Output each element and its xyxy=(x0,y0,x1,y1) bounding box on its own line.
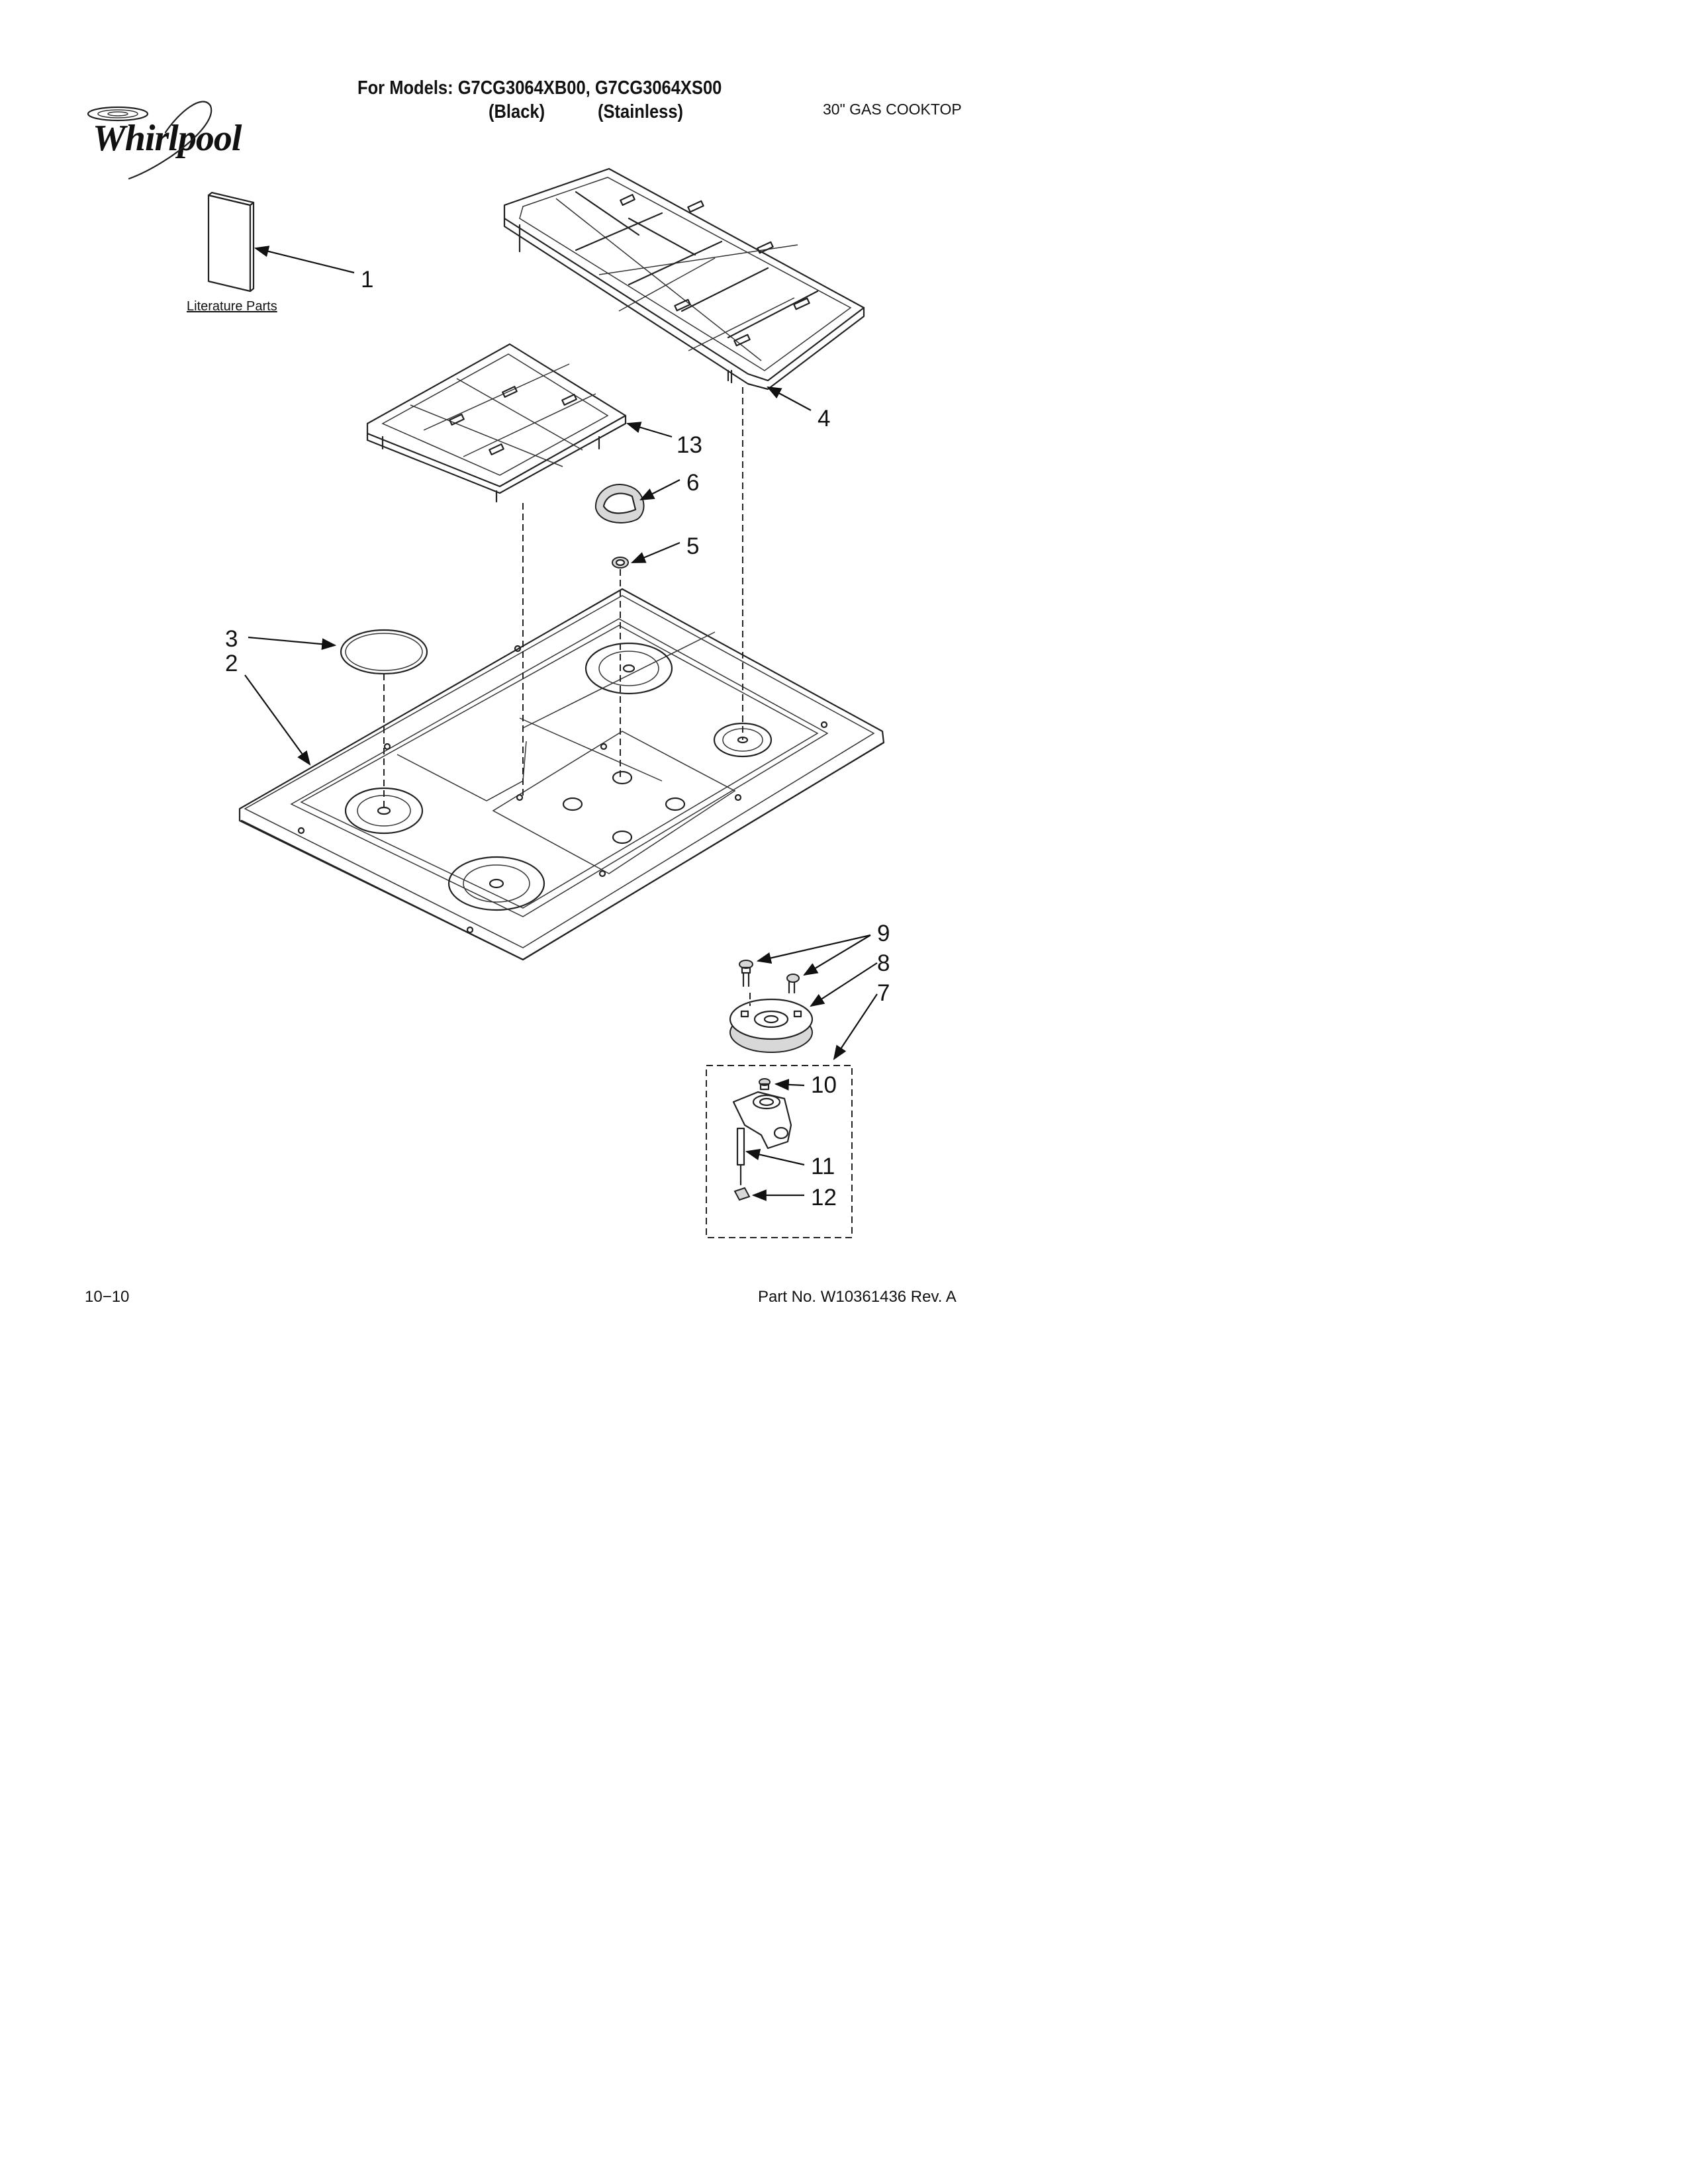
literature-parts-label: Literature Parts xyxy=(187,299,277,314)
callout-2: 2 xyxy=(225,651,238,676)
callout-7: 7 xyxy=(877,980,890,1006)
leader-3 xyxy=(248,636,337,650)
leader-8 xyxy=(810,962,878,1007)
stainless-model-label: (Stainless) xyxy=(598,101,684,122)
leader-11 xyxy=(745,1148,805,1166)
screw-part-9 xyxy=(739,960,800,994)
callout-3: 3 xyxy=(225,626,238,652)
large-grate-part-4 xyxy=(503,167,865,390)
leader-1 xyxy=(254,246,355,274)
burner-assembly-box-part-7 xyxy=(706,1065,853,1238)
leader-9b xyxy=(803,934,871,976)
callout-8: 8 xyxy=(877,950,890,976)
callout-6: 6 xyxy=(686,470,700,496)
exploded-parts-diagram xyxy=(87,101,885,1238)
leader-13 xyxy=(626,422,673,438)
callout-10: 10 xyxy=(811,1072,837,1098)
burner-valve-body xyxy=(732,1091,792,1150)
cooktop-main-top-part-2 xyxy=(238,588,885,961)
burner-base-part-8 xyxy=(729,998,814,1053)
callout-5: 5 xyxy=(686,533,700,559)
terminal-clip-part-12 xyxy=(733,1187,751,1201)
bezel-part-5 xyxy=(612,557,629,569)
burner-cap-part-3 xyxy=(340,629,428,675)
leader-6 xyxy=(639,479,680,500)
callout-12: 12 xyxy=(811,1185,837,1210)
leader-10 xyxy=(774,1079,805,1091)
leader-9a xyxy=(756,934,871,964)
callout-4: 4 xyxy=(818,406,831,432)
small-grate-part-13 xyxy=(366,343,627,503)
leader-5 xyxy=(630,541,680,564)
whirlpool-swirl-icon xyxy=(87,101,212,180)
revision-date: 10−10 xyxy=(85,1288,130,1306)
leader-2 xyxy=(244,674,311,766)
control-knob-part-6 xyxy=(594,484,645,523)
callout-1: 1 xyxy=(361,267,374,293)
callout-9: 9 xyxy=(877,921,890,946)
spark-electrode-part-11 xyxy=(736,1127,745,1186)
leader-7 xyxy=(833,993,878,1060)
page-title: For Models: G7CG3064XB00, G7CG3064XS00 xyxy=(357,77,722,99)
whirlpool-logo-text: Whirlpool xyxy=(93,118,242,159)
literature-booklet-icon xyxy=(207,191,255,293)
leader-4 xyxy=(767,386,812,411)
callout-13: 13 xyxy=(677,432,702,458)
burner-orifice-part-10 xyxy=(759,1078,771,1091)
callout-11: 11 xyxy=(811,1154,835,1179)
black-model-label: (Black) xyxy=(489,101,545,122)
product-type: 30" GAS COOKTOP xyxy=(823,101,962,118)
part-number: Part No. W10361436 Rev. A xyxy=(758,1288,957,1306)
